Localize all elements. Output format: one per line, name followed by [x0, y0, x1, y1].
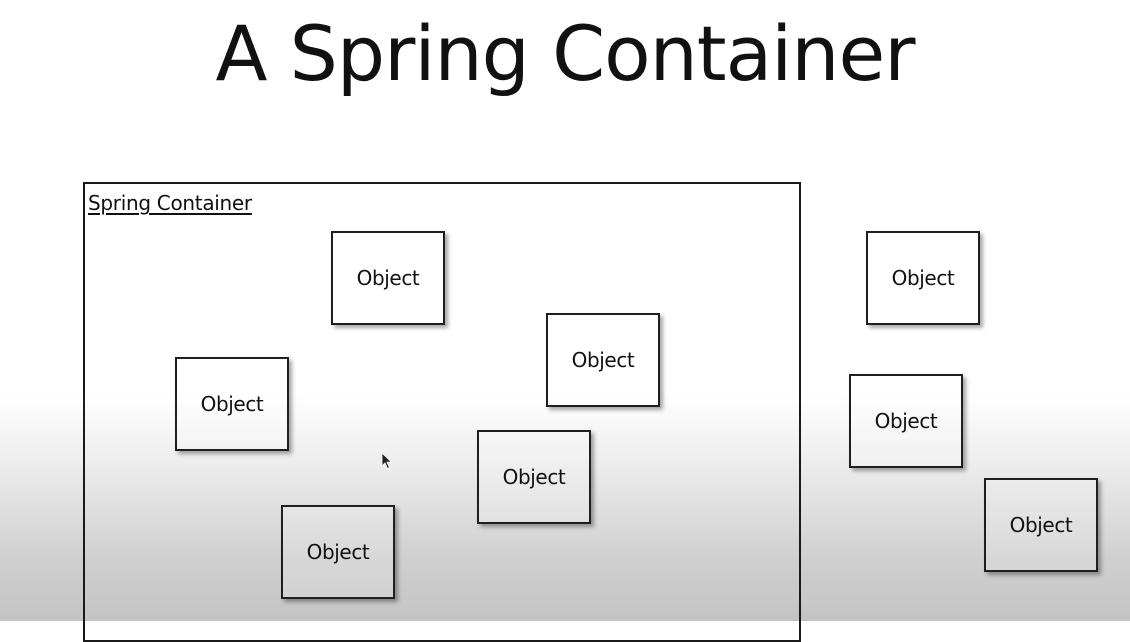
- object-box-outside: Object: [866, 231, 980, 325]
- spring-container-label: Spring Container: [88, 191, 252, 215]
- object-label: Object: [502, 465, 566, 489]
- object-label: Object: [571, 348, 635, 372]
- object-label: Object: [356, 266, 420, 290]
- slide-title: A Spring Container: [215, 9, 916, 98]
- object-box-outside: Object: [849, 374, 963, 468]
- object-box-inside: Object: [331, 231, 445, 325]
- object-label: Object: [200, 392, 264, 416]
- object-box-inside: Object: [546, 313, 660, 407]
- object-box-inside: Object: [281, 505, 395, 599]
- object-box-outside: Object: [984, 478, 1098, 572]
- object-label: Object: [306, 540, 370, 564]
- object-box-inside: Object: [175, 357, 289, 451]
- object-label: Object: [874, 409, 938, 433]
- object-label: Object: [1009, 513, 1073, 537]
- object-label: Object: [891, 266, 955, 290]
- object-box-inside: Object: [477, 430, 591, 524]
- mouse-pointer-icon: [381, 452, 393, 470]
